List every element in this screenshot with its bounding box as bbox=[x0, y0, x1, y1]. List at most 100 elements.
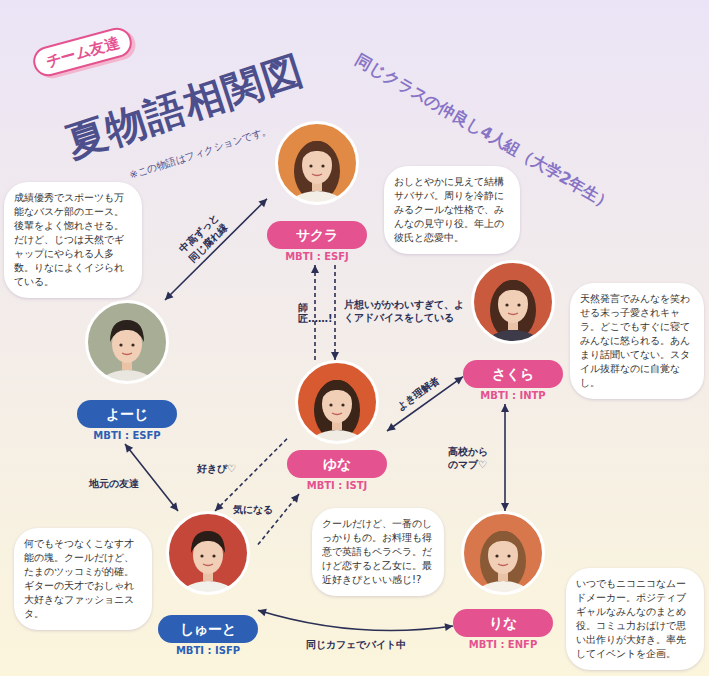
bubble-text: クールだけど、一番のしっかりもの。お料理も得意で英語もペラペラ。だけど恋すると乙… bbox=[322, 517, 434, 587]
mouth bbox=[122, 353, 132, 355]
mbti-text: MBTI : ISFP bbox=[158, 643, 258, 659]
bubble-text: 成績優秀でスポーツも万能なバスケ部のエース。後輩をよく惚れさせる。だけど、じつは… bbox=[14, 191, 132, 289]
connector bbox=[258, 609, 453, 631]
portrait-photo bbox=[275, 121, 359, 205]
connector-line bbox=[334, 265, 336, 360]
portrait-photo bbox=[295, 360, 379, 444]
edge-label: 地元の友達 bbox=[86, 476, 142, 491]
edge-label: 高校からのマブ♡ bbox=[445, 444, 497, 472]
team-tag: チーム友達 bbox=[29, 24, 134, 79]
bubble-text: 何でもそつなくこなす才能の塊。クールだけど、たまのツッコミが的確。ギターの天才で… bbox=[24, 537, 142, 621]
portrait-photo bbox=[471, 260, 555, 344]
bubble-text: いつでもニコニコなムードメーカー。ポジティブギャルなみんなのまとめ役。コミュ力お… bbox=[576, 577, 694, 661]
name-text: よーじ bbox=[106, 406, 148, 422]
arrow-head bbox=[165, 292, 173, 300]
connector-line bbox=[258, 610, 453, 630]
photo-ring bbox=[473, 262, 554, 343]
hair-top bbox=[110, 320, 144, 342]
portrait-photo bbox=[85, 300, 169, 384]
name-badge: りな bbox=[453, 609, 553, 637]
portrait-photo bbox=[166, 511, 250, 595]
person-node: りな MBTI : ENFP bbox=[453, 511, 553, 653]
portrait-figure bbox=[166, 511, 250, 595]
mouth bbox=[312, 174, 322, 176]
mbti-text: MBTI : INTP bbox=[463, 388, 563, 404]
eye bbox=[309, 164, 312, 167]
edge-label: 好きぴ♡ bbox=[194, 461, 239, 476]
bubble-text: 天然発言でみんなを笑わせる末っ子愛されキャラ。どこでもすぐに寝てみんなに怒られる… bbox=[580, 292, 694, 390]
connector-line bbox=[504, 404, 506, 511]
connector-line bbox=[165, 199, 267, 300]
photo-ring bbox=[168, 513, 249, 594]
speech-bubble: クールだけど、一番のしっかりもの。お料理も得意で英語もペラペラ。だけど恋すると乙… bbox=[312, 508, 444, 596]
hair-top bbox=[320, 380, 354, 402]
name-badge: しゅーと bbox=[158, 615, 258, 643]
name-text: サクラ bbox=[296, 227, 338, 243]
portrait-figure bbox=[275, 121, 359, 205]
eye bbox=[200, 554, 203, 557]
name-text: しゅーと bbox=[180, 621, 236, 637]
arrow-head bbox=[331, 352, 339, 360]
arrow-head bbox=[125, 444, 133, 453]
diagram-title: 夏物語相関図 bbox=[61, 46, 309, 166]
hair-top bbox=[486, 531, 520, 553]
mouth bbox=[332, 413, 342, 415]
arrow-head bbox=[258, 609, 267, 617]
portrait-photo bbox=[461, 511, 545, 595]
speech-bubble: 天然発言でみんなを笑わせる末っ子愛されキャラ。どこでもすぐに寝てみんなに怒られる… bbox=[570, 283, 704, 399]
mouth bbox=[508, 313, 518, 315]
edge-label: 師匠……! bbox=[295, 301, 311, 325]
person-node: サクラ MBTI : ESFJ bbox=[267, 121, 367, 265]
eye bbox=[517, 303, 520, 306]
connector bbox=[165, 199, 267, 300]
hair-top bbox=[191, 531, 225, 553]
eye bbox=[507, 554, 510, 557]
eye bbox=[505, 303, 508, 306]
eye bbox=[131, 343, 134, 346]
edge-label: 中高ずっと同じ腐れ縁 bbox=[173, 207, 235, 268]
mbti-text: MBTI : ESFJ bbox=[267, 249, 367, 265]
edge-label: 気になる bbox=[230, 502, 276, 517]
hair-top bbox=[496, 280, 530, 302]
arrow-head bbox=[215, 503, 223, 511]
person-node: さくら MBTI : INTP bbox=[463, 260, 563, 404]
eye bbox=[321, 164, 324, 167]
arrow-head bbox=[259, 199, 267, 207]
speech-bubble: 成績優秀でスポーツも万能なバスケ部のエース。後輩をよく惚れさせる。だけど、じつは… bbox=[4, 182, 142, 298]
person-node: ゆなMBTI : ISTJ bbox=[287, 360, 387, 494]
eye bbox=[212, 554, 215, 557]
photo-ring bbox=[87, 302, 168, 383]
edge-label: 同じカフェでバイト中 bbox=[303, 637, 409, 652]
photo-ring bbox=[297, 362, 378, 443]
hair-top bbox=[300, 141, 334, 163]
tag-text: チーム友達 bbox=[43, 33, 121, 72]
connector bbox=[501, 404, 509, 511]
speech-bubble: いつでもニコニコなムードメーカー。ポジティブギャルなみんなのまとめ役。コミュ力お… bbox=[566, 568, 704, 670]
name-badge: よーじ bbox=[77, 400, 177, 428]
mouth bbox=[498, 564, 508, 566]
mbti-text: MBTI : ISTJ bbox=[287, 478, 387, 494]
portrait-figure bbox=[471, 260, 555, 344]
person-node: しゅーと MBTI : ISFP bbox=[158, 511, 258, 659]
eye bbox=[341, 403, 344, 406]
connector bbox=[331, 265, 339, 360]
arrow-head bbox=[291, 494, 299, 503]
eye bbox=[495, 554, 498, 557]
arrow-head bbox=[387, 423, 396, 431]
name-text: りな bbox=[489, 615, 517, 631]
arrow-head bbox=[501, 404, 509, 412]
name-text: さくら bbox=[492, 366, 534, 382]
arrow-head bbox=[311, 265, 319, 273]
name-badge: サクラ bbox=[267, 221, 367, 249]
mouth bbox=[203, 564, 213, 566]
photo-ring bbox=[463, 513, 544, 594]
speech-bubble: 何でもそつなくこなす才能の塊。クールだけど、たまのツッコミが的確。ギターの天才で… bbox=[14, 528, 152, 630]
arrow-head bbox=[445, 623, 453, 631]
bubble-text: おしとやかに見えて結構サバサバ。周りを冷静にみるクールな性格で、みんなの見守り役… bbox=[394, 175, 510, 245]
arrow-head bbox=[170, 502, 178, 511]
person-node: よーじ MBTI : ESFP bbox=[77, 300, 177, 444]
mbti-text: MBTI : ESFP bbox=[77, 428, 177, 444]
portrait-figure bbox=[295, 360, 379, 444]
name-badge: さくら bbox=[463, 360, 563, 388]
mbti-text: MBTI : ENFP bbox=[453, 637, 553, 653]
